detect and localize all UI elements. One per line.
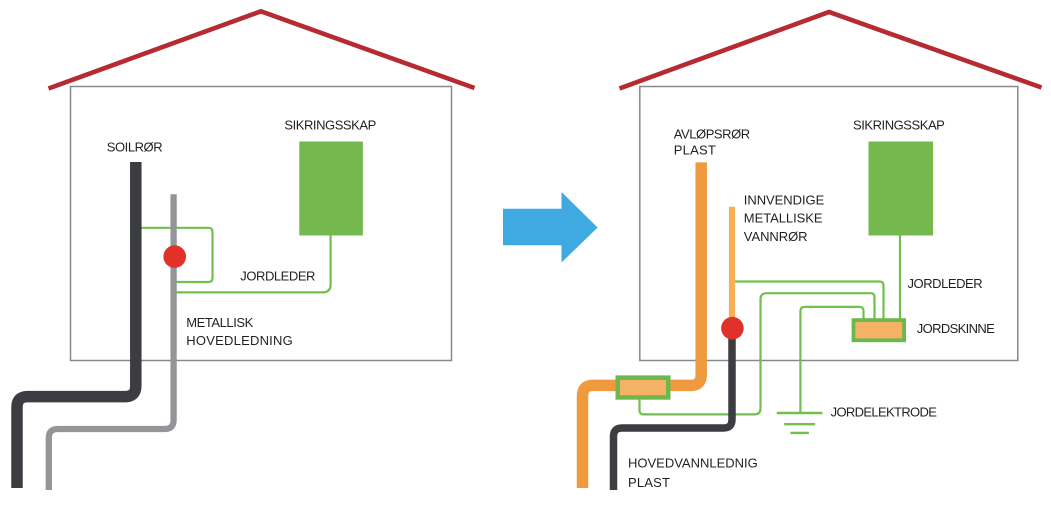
svg-text:HOVEDLEDNING: HOVEDLEDNING [186, 333, 293, 348]
svg-text:METALLISKE: METALLISKE [744, 210, 823, 225]
svg-text:SIKRINGSSKAP: SIKRINGSSKAP [284, 118, 375, 133]
svg-text:SOILRØR: SOILRØR [107, 140, 162, 155]
svg-text:JORDLEDER: JORDLEDER [908, 276, 983, 291]
svg-text:JORDSKINNE: JORDSKINNE [917, 321, 995, 336]
svg-text:SIKRINGSSKAP: SIKRINGSSKAP [853, 118, 944, 133]
svg-text:PLAST: PLAST [628, 475, 670, 490]
svg-text:AVLØPSRØR: AVLØPSRØR [674, 126, 750, 141]
svg-text:VANNRØR: VANNRØR [744, 229, 808, 244]
svg-text:HOVEDVANNLEDNIG: HOVEDVANNLEDNIG [628, 456, 758, 471]
svg-text:METALLISK: METALLISK [186, 315, 253, 330]
svg-text:INNVENDIGE: INNVENDIGE [744, 192, 825, 207]
svg-text:PLAST: PLAST [674, 142, 716, 157]
svg-text:JORDELEKTRODE: JORDELEKTRODE [831, 405, 938, 420]
svg-text:JORDLEDER: JORDLEDER [240, 269, 315, 284]
